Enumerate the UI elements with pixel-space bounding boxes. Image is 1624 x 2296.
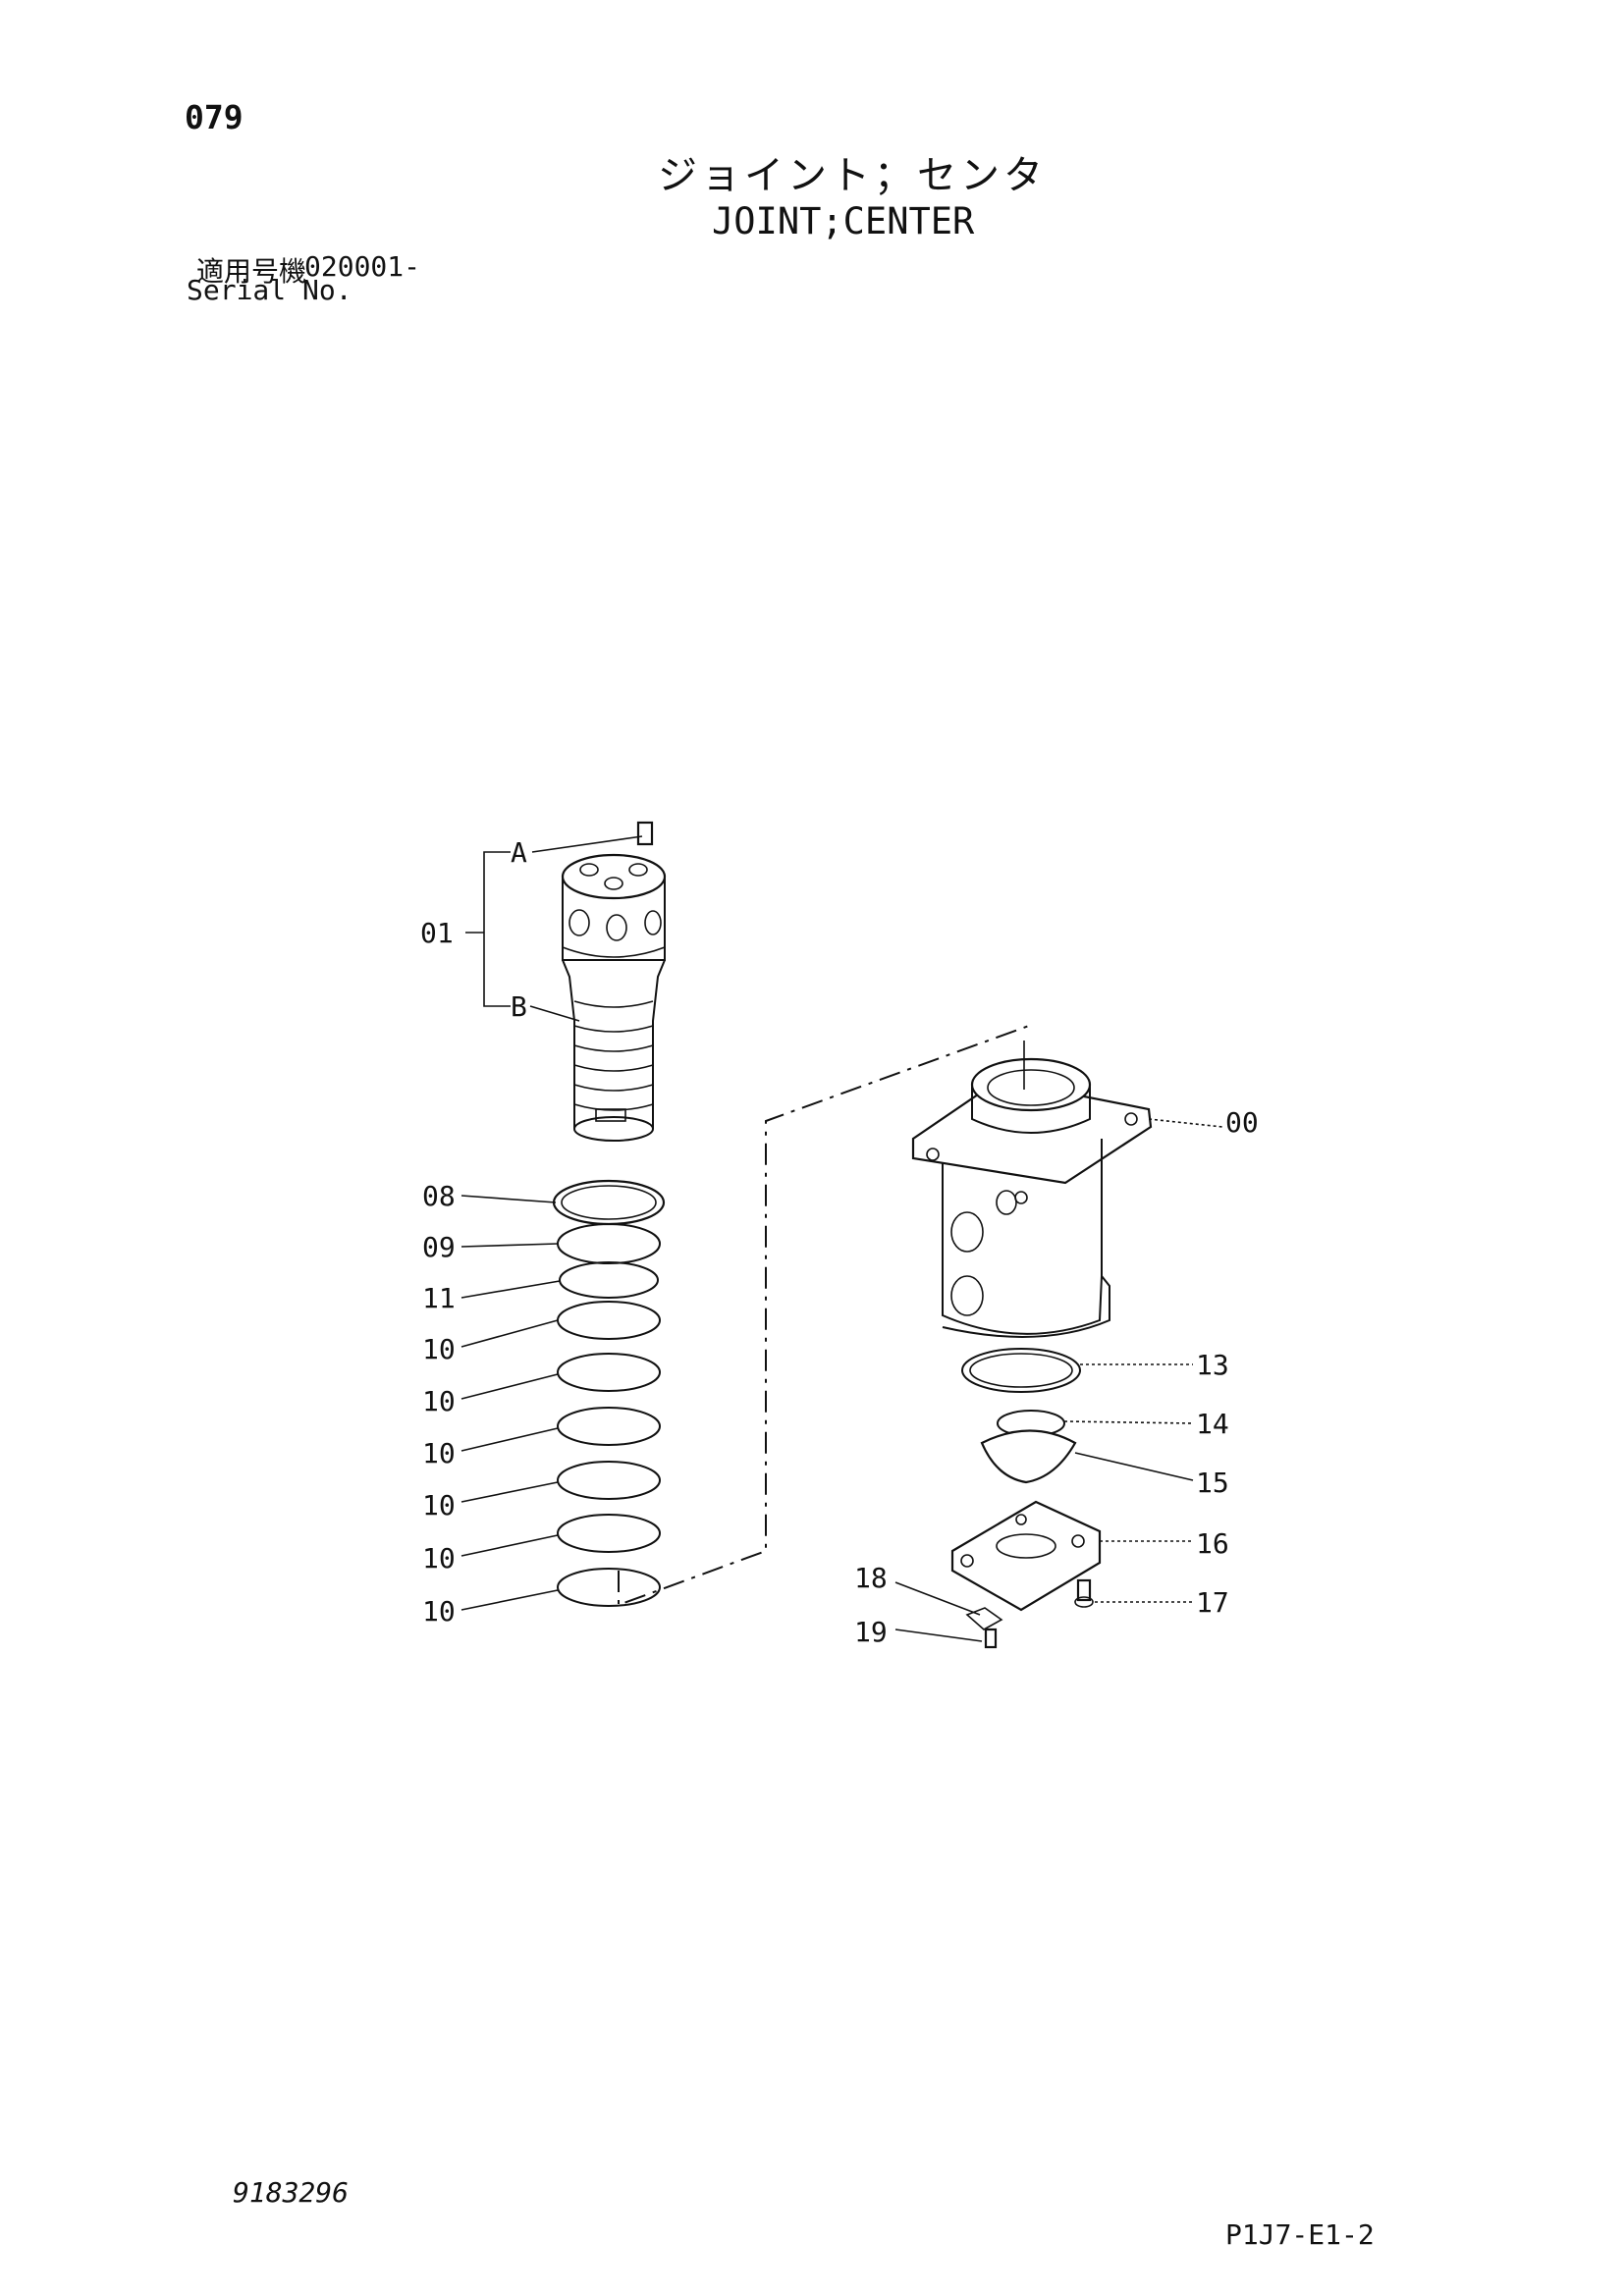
callout-16: 16 [1196,1527,1229,1560]
callout-B: B [511,990,527,1023]
callout-08: 08 [422,1180,456,1212]
callout-10: 10 [422,1595,456,1628]
applicability-serial: 020001- [304,250,421,283]
page-code: P1J7-E1-2 [1225,2218,1375,2251]
callout-13: 13 [1196,1349,1229,1381]
applicability-label: 適用号機 [196,255,307,288]
document-number: 9183296 [233,2176,350,2209]
seal-rings [552,1179,666,1607]
callout-11: 11 [422,1282,456,1314]
callout-15: 15 [1196,1467,1229,1499]
callout-01: 01 [420,917,454,949]
callout-10: 10 [422,1542,456,1575]
title-english: JOINT;CENTER [712,200,975,242]
housing-drawing [911,1041,1153,1338]
callout-09: 09 [422,1231,456,1263]
callout-17: 17 [1196,1586,1229,1619]
callout-10: 10 [422,1437,456,1469]
callout-10: 10 [422,1385,456,1417]
serial-number-label: Serial No. [187,274,352,306]
callout-10: 10 [422,1489,456,1522]
callout-14: 14 [1196,1408,1229,1440]
callout-10: 10 [422,1333,456,1365]
page-number: 079 [185,98,244,136]
callout-18: 18 [854,1562,888,1594]
lower-parts [950,1348,1102,1649]
callout-00: 00 [1225,1106,1259,1139]
title-japanese: ジョイント；センタ [658,153,1047,198]
leader-lines [460,835,1223,1642]
spindle-drawing [561,821,667,1142]
callout-A: A [511,836,527,869]
callout-19: 19 [854,1616,888,1648]
